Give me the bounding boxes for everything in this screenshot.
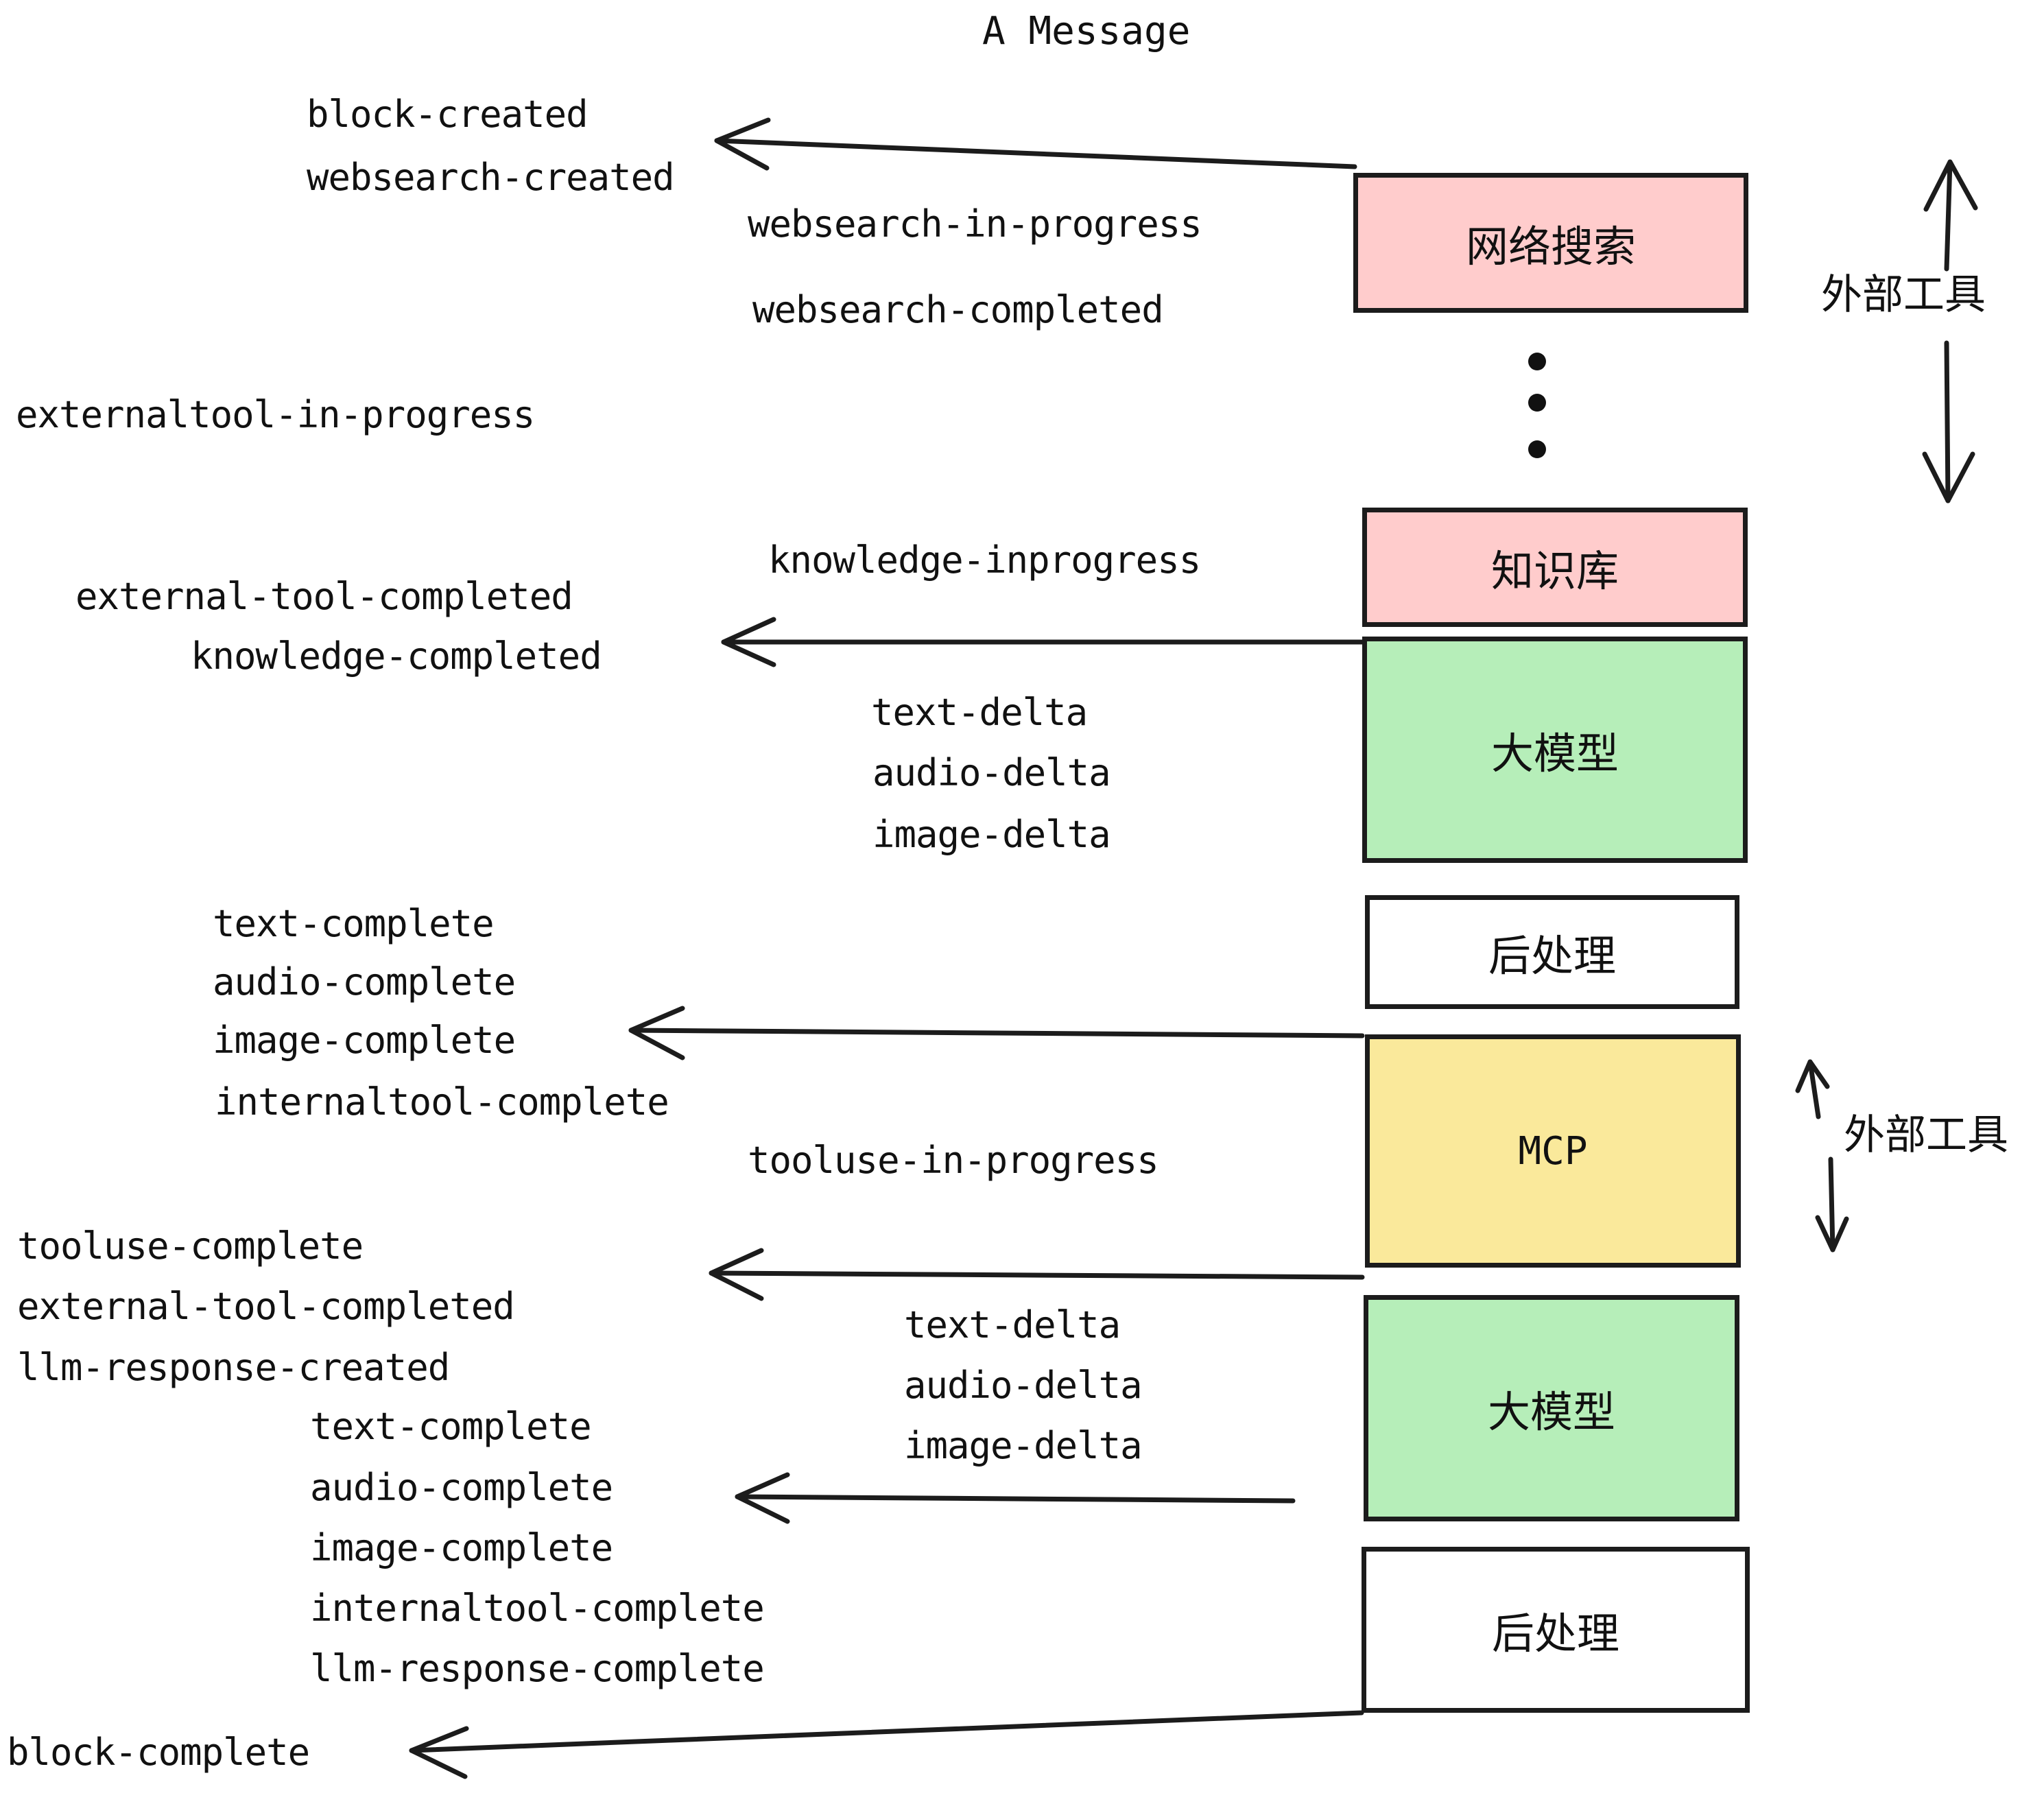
event-text-complete-2: text-complete [310,1405,592,1448]
node-mcp[interactable]: MCP [1365,1034,1741,1268]
event-text-delta-2: text-delta [904,1303,1121,1346]
event-llm-response-created: llm-response-created [17,1346,450,1389]
event-external-tool-completed-2: external-tool-completed [17,1285,515,1328]
event-externaltool-in-progress: externaltool-in-progress [16,393,535,436]
arrow-websearch-to-block-created [714,138,1357,169]
ellipsis-dot-3 [1528,440,1546,458]
external-tools-down-arrow-bottom [1828,1156,1835,1253]
event-image-delta-2: image-delta [904,1424,1143,1467]
event-image-complete-2: image-complete [310,1526,613,1569]
arrow-postprocess1-to-image-complete [628,1028,1365,1039]
event-websearch-completed: websearch-completed [752,288,1164,331]
node-websearch[interactable]: 网络搜索 [1353,173,1748,313]
external-tools-label-bottom: 外部工具 [1844,1111,2008,1159]
node-websearch-label: 网络搜索 [1465,222,1636,272]
event-image-delta-1: image-delta [872,813,1111,856]
page-title: A Message [982,9,1191,54]
node-postprocess-1-label: 后处理 [1488,931,1616,981]
node-knowledge[interactable]: 知识库 [1362,508,1748,627]
node-llm-1-label: 大模型 [1490,728,1619,779]
event-audio-delta-1: audio-delta [872,751,1111,794]
node-llm-1[interactable]: 大模型 [1362,637,1748,863]
arrow-mcp-to-tooluse-complete [709,1270,1365,1280]
ellipsis-dot-1 [1528,353,1546,370]
external-tools-down-arrow-top [1944,340,1951,503]
event-knowledge-inprogress: knowledge-inprogress [768,538,1201,582]
node-postprocess-2-label: 后处理 [1491,1609,1619,1659]
external-tools-up-arrow-top [1944,159,1953,272]
event-tooluse-in-progress: tooluse-in-progress [748,1139,1159,1182]
event-internaltool-complete-1: internaltool-complete [215,1080,669,1124]
event-text-delta-1: text-delta [871,691,1088,734]
event-text-complete-1: text-complete [213,902,495,945]
event-websearch-created: websearch-created [307,156,675,199]
event-block-complete: block-complete [7,1731,310,1774]
event-block-created: block-created [307,93,589,136]
event-image-complete-1: image-complete [213,1019,516,1062]
external-tools-label-top: 外部工具 [1821,271,1986,319]
event-websearch-in-progress: websearch-in-progress [748,202,1202,246]
node-mcp-label: MCP [1518,1128,1588,1174]
event-internaltool-complete-2: internaltool-complete [310,1587,765,1630]
event-llm-response-complete: llm-response-complete [310,1647,765,1690]
node-knowledge-label: 知识库 [1490,546,1619,596]
event-tooluse-complete: tooluse-complete [17,1224,364,1268]
arrow-postprocess2-to-block-complete [409,1710,1364,1753]
external-tools-up-arrow-bottom [1807,1059,1821,1119]
event-external-tool-completed-1: external-tool-completed [75,575,573,618]
node-postprocess-1[interactable]: 后处理 [1365,895,1739,1009]
event-knowledge-completed: knowledge-completed [191,634,602,678]
node-postprocess-2[interactable]: 后处理 [1362,1547,1750,1713]
event-audio-complete-1: audio-complete [213,960,516,1004]
event-audio-complete-2: audio-complete [310,1466,613,1509]
ellipsis-dot-2 [1528,394,1546,412]
node-llm-2-label: 大模型 [1487,1387,1615,1437]
node-llm-2[interactable]: 大模型 [1364,1295,1739,1521]
arrow-llm2-to-audio-complete [735,1494,1296,1504]
event-audio-delta-2: audio-delta [904,1364,1143,1407]
